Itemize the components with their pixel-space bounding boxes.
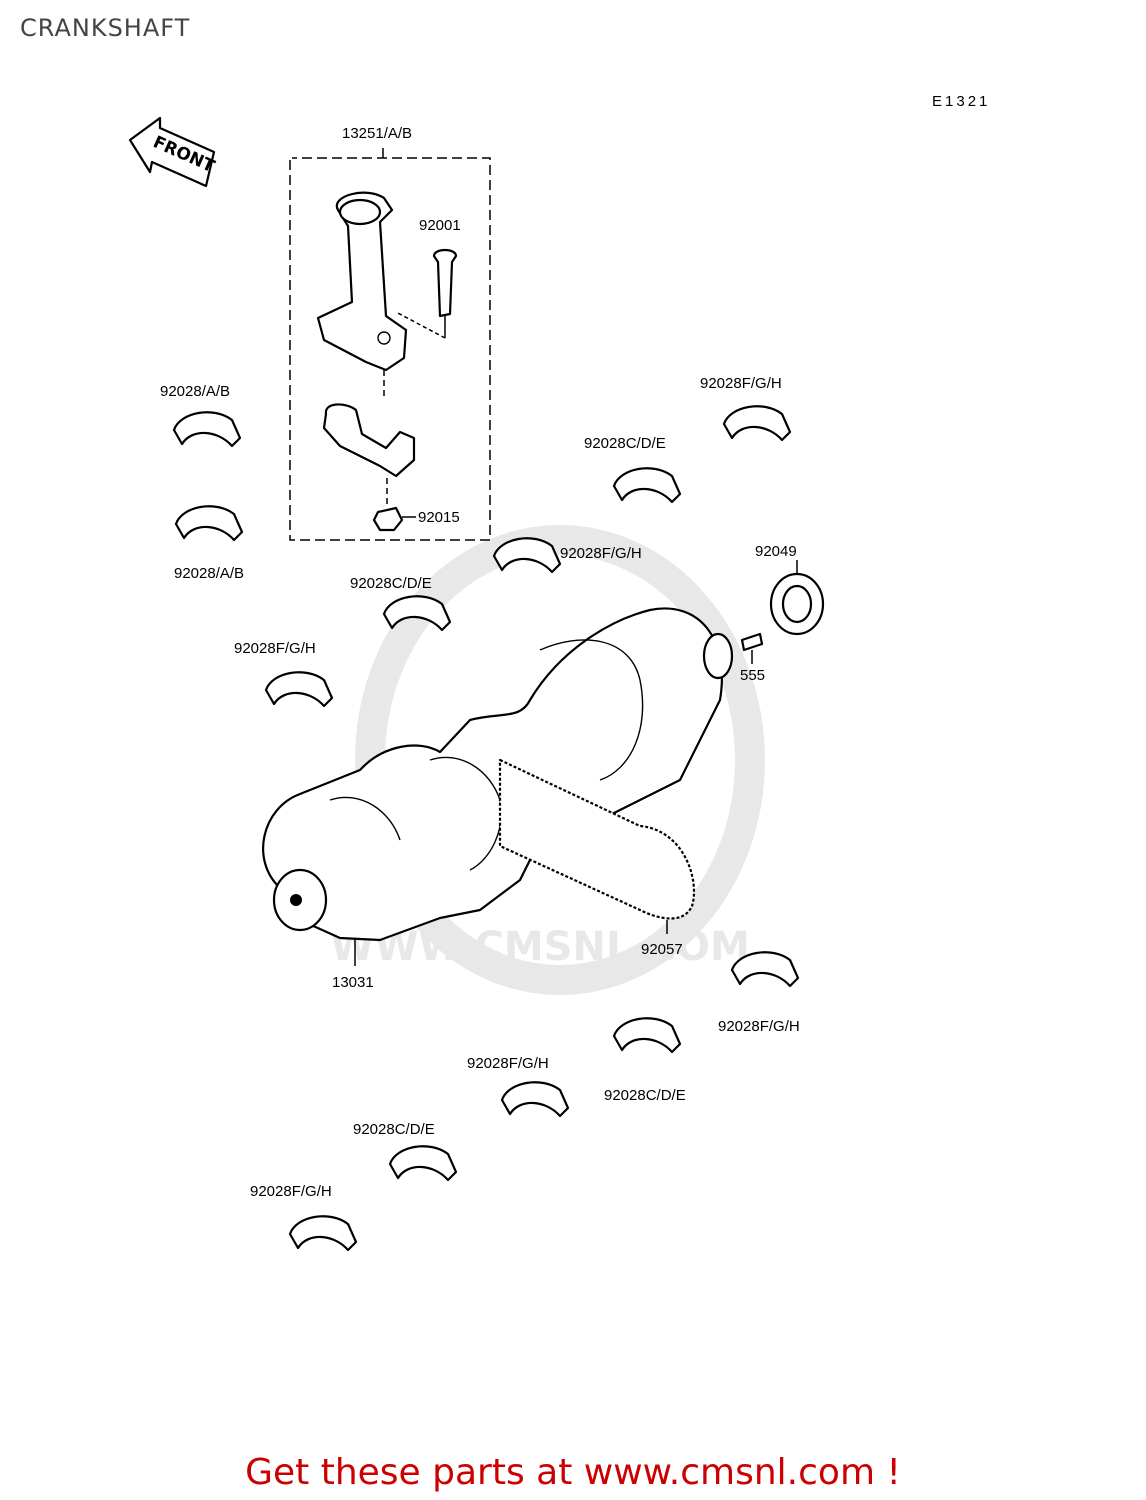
bearing-shell <box>730 951 800 988</box>
part-labels: 13251/A/B 92001 92015 92028/A/B 92028/A/… <box>160 125 800 1200</box>
part-label: 92028F/G/H <box>250 1183 332 1200</box>
page-title: CRANKSHAFT <box>20 14 191 42</box>
bearing-shell <box>174 505 244 542</box>
part-label: 92028F/G/H <box>234 640 316 657</box>
connecting-rod-group <box>289 148 491 541</box>
bearing-shell <box>492 537 562 574</box>
part-label: 13031 <box>332 974 374 991</box>
oil-seal <box>769 560 825 636</box>
part-label: 92028F/G/H <box>718 1018 800 1035</box>
part-label: 92028C/D/E <box>604 1087 686 1104</box>
bearing-shell <box>722 405 792 442</box>
crankshaft-diagram: WWW.CMSNL.COM E1321 FRONT <box>128 93 990 1252</box>
part-label: 92028/A/B <box>160 383 230 400</box>
part-label: 92049 <box>755 543 797 560</box>
part-label: 13251/A/B <box>342 125 412 142</box>
diagram-code: E1321 <box>932 93 990 110</box>
footer-link[interactable]: Get these parts at www.cmsnl.com ! <box>245 1452 901 1493</box>
part-label: 92028F/G/H <box>467 1055 549 1072</box>
cam-chain <box>498 758 696 934</box>
part-label: 92028C/D/E <box>584 435 666 452</box>
bearing-shell <box>612 1017 682 1054</box>
part-label: 92028F/G/H <box>560 545 642 562</box>
bearing-shell <box>612 467 682 504</box>
bearing-shell <box>264 671 334 708</box>
part-label: 92028C/D/E <box>350 575 432 592</box>
part-label: 92001 <box>419 217 461 234</box>
bearing-shell <box>500 1081 570 1118</box>
part-label: 92015 <box>418 509 460 526</box>
part-label: 92057 <box>641 941 683 958</box>
part-label: 92028C/D/E <box>353 1121 435 1138</box>
bearing-shell <box>172 411 242 448</box>
dowel-pin <box>740 632 764 664</box>
part-label: 92028F/G/H <box>700 375 782 392</box>
bearing-shell <box>288 1215 358 1252</box>
bearing-shell <box>388 1145 458 1182</box>
front-arrow-icon: FRONT <box>128 116 218 188</box>
crankshaft <box>262 607 734 966</box>
part-label: 555 <box>740 667 765 684</box>
part-label: 92028/A/B <box>174 565 244 582</box>
